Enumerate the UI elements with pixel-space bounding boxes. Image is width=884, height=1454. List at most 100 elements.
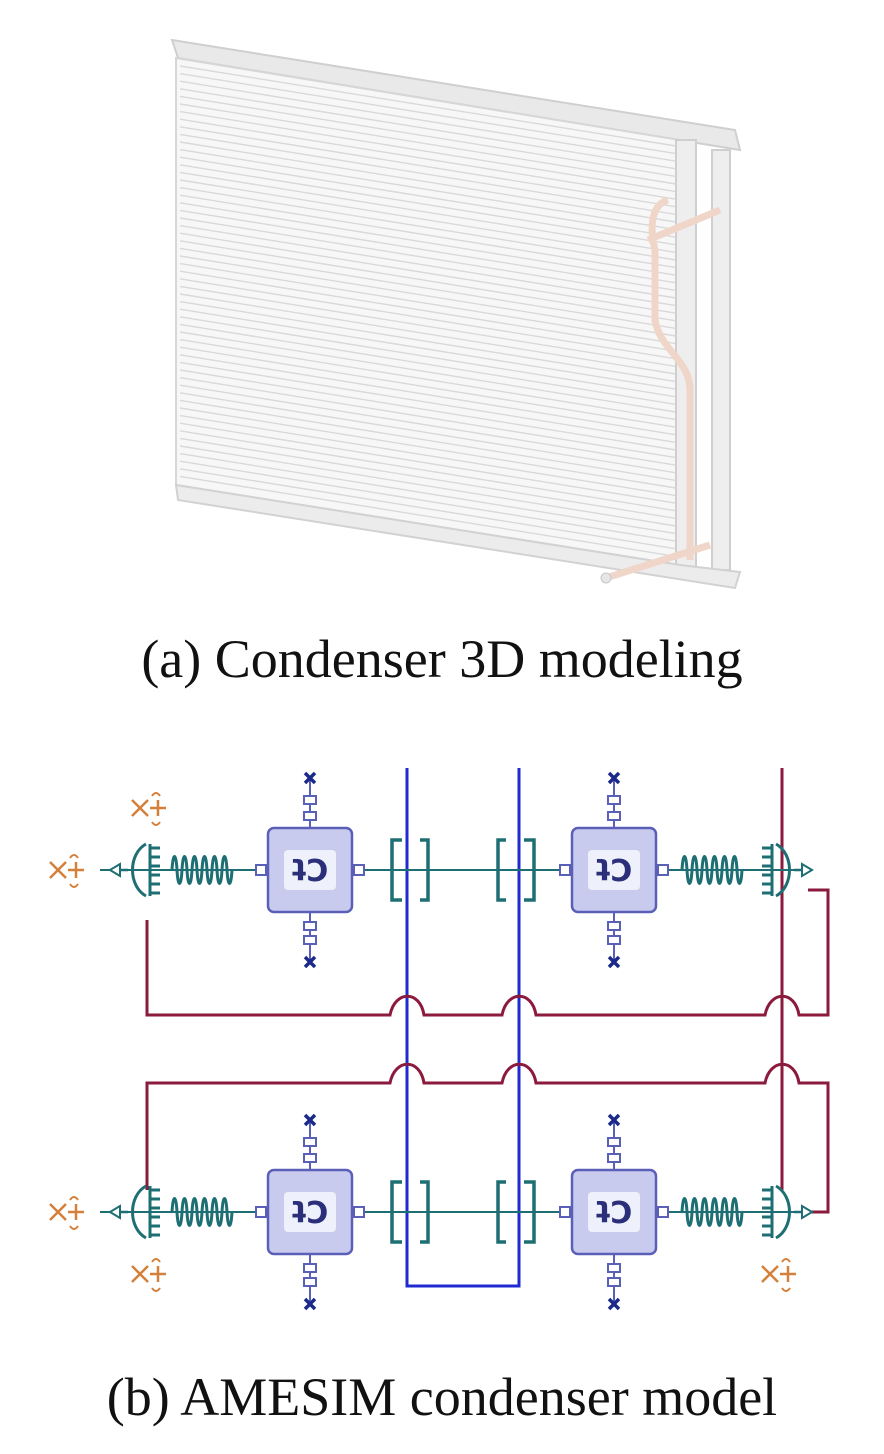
fin-line <box>179 354 677 436</box>
port-branch <box>68 1204 84 1220</box>
fin-line <box>179 110 677 193</box>
block-side-port <box>255 864 267 876</box>
sink-cross <box>303 1297 317 1311</box>
flow-port-arrow <box>108 1204 121 1220</box>
block-port <box>607 1263 621 1273</box>
thermal-capacity-block: Ct <box>559 1113 669 1311</box>
fin-line <box>179 72 677 155</box>
port-mark <box>151 1258 161 1292</box>
air-exchange-bracket <box>496 838 506 902</box>
fin-line <box>179 316 677 398</box>
block-label: Ct <box>596 1193 632 1228</box>
block-port <box>303 935 317 945</box>
thermal-capacity-block: Ct <box>255 1113 365 1311</box>
fin-line <box>179 156 677 238</box>
heat-exchanger-element <box>108 842 160 898</box>
air-exchange-bracket <box>420 1180 430 1244</box>
block-inner <box>284 1192 336 1232</box>
port-cross <box>131 1265 149 1283</box>
block-inner <box>588 850 640 890</box>
block-label: Ct <box>292 851 328 886</box>
fin-line <box>179 445 677 527</box>
fin-line <box>179 65 677 147</box>
exchanger-pipe <box>131 842 147 898</box>
sink-cross <box>303 1113 317 1127</box>
block-inner <box>284 850 336 890</box>
block-port <box>303 921 317 931</box>
fin-line <box>179 293 677 375</box>
fin-line <box>179 331 677 413</box>
top-header <box>170 38 742 152</box>
fin-line <box>179 126 677 208</box>
heat-exchanger-element <box>762 1184 814 1240</box>
exchanger-pipe <box>775 1184 791 1240</box>
lower-outlet-pipe <box>604 541 712 582</box>
fin-line <box>179 475 677 558</box>
fin-line <box>179 141 677 223</box>
thermal-resistance-spring <box>680 1197 744 1227</box>
fin-line <box>179 399 677 482</box>
block-port <box>607 795 621 805</box>
fin-line <box>179 148 677 231</box>
exchanger-pipe <box>131 1184 147 1240</box>
fin-line <box>179 103 677 185</box>
fin-line <box>179 369 677 451</box>
caption-a: (a) Condenser 3D modeling <box>141 629 743 689</box>
block-port <box>303 1137 317 1147</box>
port-cross <box>761 1265 779 1283</box>
fin-line <box>179 240 677 322</box>
block-port <box>303 1277 317 1287</box>
port-mark <box>69 1196 79 1230</box>
fin-line <box>179 262 677 345</box>
fin-line <box>179 308 677 390</box>
fin-line <box>179 468 677 550</box>
fin-line <box>179 270 677 352</box>
fin-line <box>179 232 677 314</box>
fin-line <box>179 217 677 299</box>
fin-line <box>179 255 677 337</box>
heat-exchanger-element <box>108 1184 160 1240</box>
fin-line <box>179 224 677 307</box>
flow-port-arrow <box>108 862 121 878</box>
fin-line <box>179 285 677 368</box>
fin-line <box>179 430 677 512</box>
bottom-base <box>174 483 742 590</box>
fin-lines <box>179 65 677 558</box>
port-mark <box>69 854 79 888</box>
fin-line <box>179 95 677 178</box>
hydraulic-boundary-port <box>49 854 84 888</box>
sink-cross <box>607 1113 621 1127</box>
sink-cross <box>303 955 317 969</box>
upper-inlet-pipe <box>646 206 722 244</box>
fin-line <box>179 407 677 489</box>
fin-line <box>179 361 677 444</box>
hydraulic-boundary-port <box>761 1258 796 1292</box>
sink-cross <box>607 1297 621 1311</box>
fin-line <box>179 202 677 284</box>
thermal-capacity-block: Ct <box>255 771 365 969</box>
component-row: Ct Ct <box>49 1113 814 1311</box>
thermal-resistance-spring <box>170 1197 234 1227</box>
block-port <box>303 1263 317 1273</box>
hydraulic-line-upper-return <box>145 888 830 1017</box>
block-side-port <box>353 1206 365 1218</box>
heat-exchanger-element <box>762 842 814 898</box>
fin-line <box>179 171 677 254</box>
condenser-3d-figure <box>0 0 884 610</box>
air-exchange-bracket <box>524 1180 536 1244</box>
block-inner <box>588 1192 640 1232</box>
air-line-left <box>405 768 521 1288</box>
block-port <box>303 811 317 821</box>
fin-line <box>179 346 677 428</box>
fin-line <box>179 323 677 406</box>
block-port <box>607 1277 621 1287</box>
port-mark <box>781 1258 791 1292</box>
hydraulic-boundary-port <box>131 792 166 826</box>
port-cross <box>49 861 67 879</box>
block-side-port <box>353 864 365 876</box>
fin-line <box>179 392 677 474</box>
thermal-resistance-spring <box>170 855 234 885</box>
